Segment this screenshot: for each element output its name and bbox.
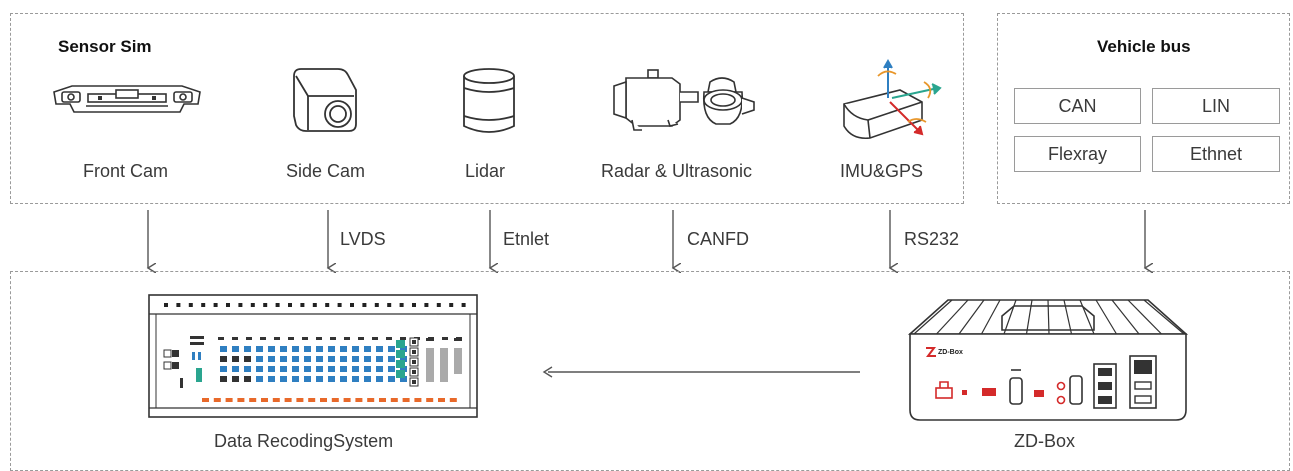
lidar-icon [463, 68, 515, 133]
arrow-zdbox-to-recorder [542, 366, 860, 378]
connection-label-lvds: LVDS [340, 229, 386, 249]
data-recording-system-icon [148, 294, 478, 418]
zdbox-logo-text: ZD-Box [938, 349, 963, 356]
bus-flexray: Flexray [1014, 136, 1141, 172]
sensor-label-side-cam: Side Cam [286, 161, 366, 181]
bus-can: CAN [1014, 88, 1141, 124]
zdbox-icon: ZD-Box [907, 299, 1189, 421]
connection-label-canfd: CANFD [687, 229, 749, 249]
vehicle-bus-group [997, 13, 1290, 204]
connection-label-rs232: RS232 [904, 229, 960, 249]
radar-ultrasonic-icon [613, 69, 755, 131]
vehicle-bus-title: Vehicle bus [1097, 37, 1191, 56]
sensor-sim-group [10, 13, 964, 204]
sensor-label-imu-gps: IMU&GPS [840, 161, 924, 181]
zdbox-label: ZD-Box [1014, 431, 1076, 451]
sensor-label-radar-ultrasonic: Radar & Ultrasonic [601, 161, 753, 181]
side-cam-icon [293, 68, 357, 132]
sensor-sim-title: Sensor Sim [58, 37, 152, 56]
bus-lin: LIN [1152, 88, 1280, 124]
front-cam-icon [53, 85, 201, 113]
imu-gps-icon [843, 58, 942, 140]
sensor-label-lidar: Lidar [465, 161, 506, 181]
connection-label-ethernet: Etnlet [503, 229, 550, 249]
sensor-label-front-cam: Front Cam [83, 161, 169, 181]
recorder-label: Data RecodingSystem [214, 431, 394, 451]
bus-ethnet: Ethnet [1152, 136, 1280, 172]
